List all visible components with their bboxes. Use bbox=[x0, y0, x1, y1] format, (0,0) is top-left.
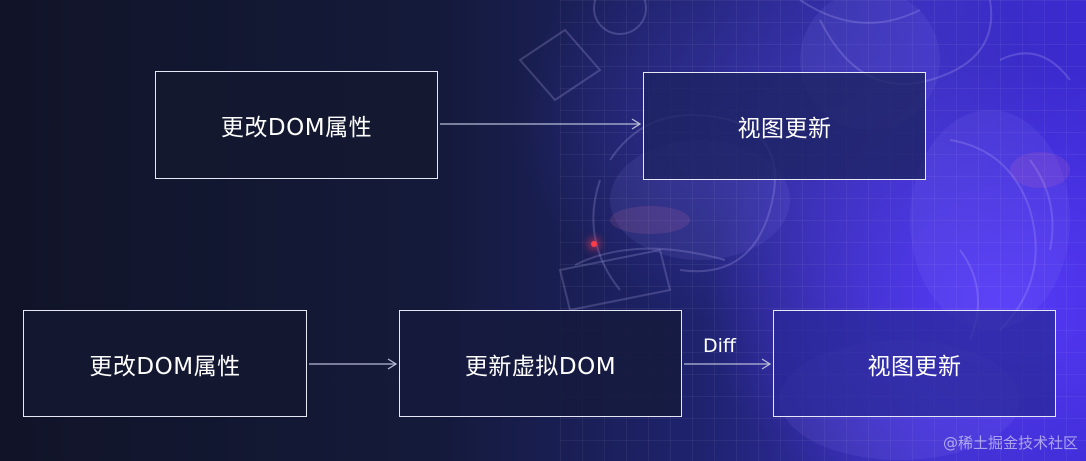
node-change-dom-attribute-bottom: 更改DOM属性 bbox=[23, 310, 307, 417]
diff-edge-label: Diff bbox=[703, 335, 736, 357]
node-label: 更改DOM属性 bbox=[89, 353, 241, 380]
arrows bbox=[309, 118, 772, 370]
node-label: 更新虚拟DOM bbox=[464, 353, 617, 380]
node-view-update-bottom: 视图更新 bbox=[773, 310, 1056, 417]
node-label: 更改DOM属性 bbox=[220, 115, 373, 141]
watermark: @稀土掘金技术社区 bbox=[942, 434, 1078, 452]
cursor-dot bbox=[591, 241, 597, 247]
node-view-update-top: 视图更新 bbox=[643, 72, 926, 180]
node-update-virtual-dom: 更新虚拟DOM bbox=[399, 310, 682, 417]
node-label: 视图更新 bbox=[867, 353, 962, 380]
node-change-dom-attribute-top: 更改DOM属性 bbox=[155, 71, 438, 179]
node-label: 视图更新 bbox=[737, 116, 832, 142]
